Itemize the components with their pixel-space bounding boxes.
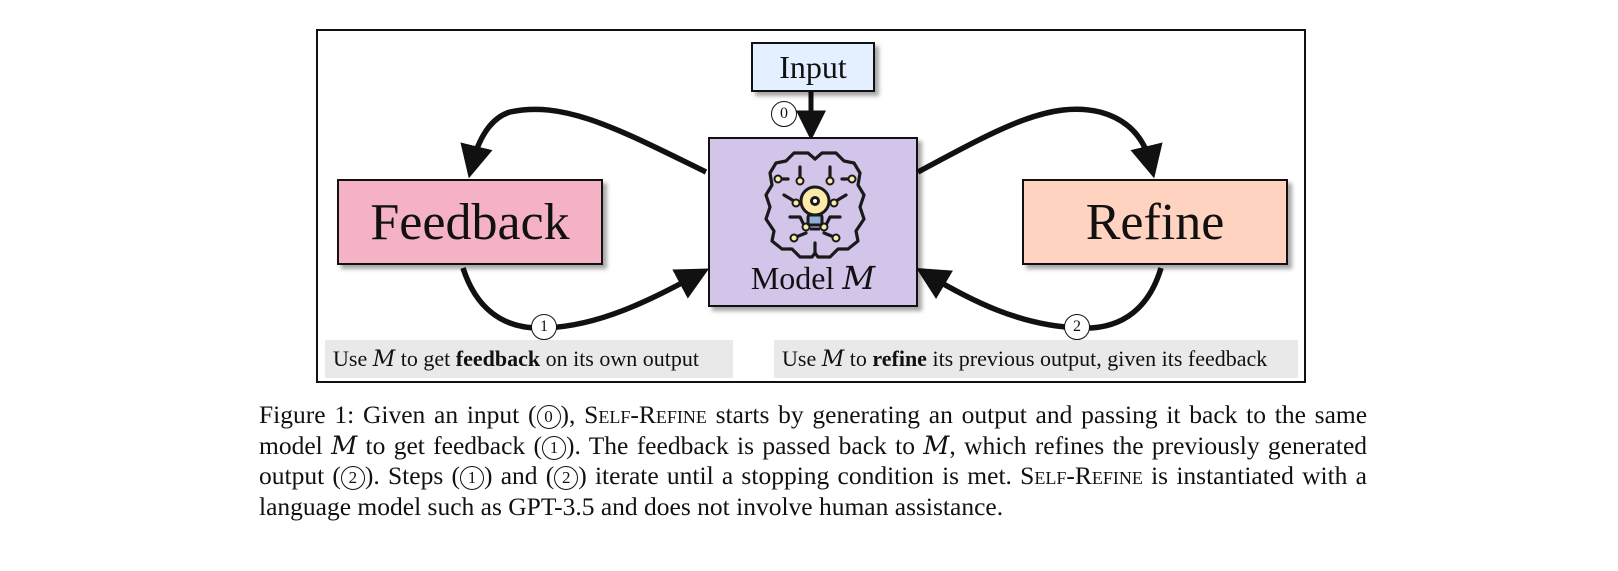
caption-text: starts by generating an output and passi… <box>259 400 1368 460</box>
feedback-note: Use M to get feedback on its own output <box>325 340 733 378</box>
refine-note-post: its previous output, given its feedback <box>932 346 1268 371</box>
caption-circle-2: 2 <box>340 466 365 490</box>
caption-symbol: M <box>923 430 950 461</box>
diagram-frame <box>316 29 1306 383</box>
arrow-model-to-refine <box>916 106 1163 179</box>
model-label-row: Model M <box>751 259 875 297</box>
caption-circle-1: 1 <box>542 435 566 460</box>
caption-label: Figure 1: <box>259 400 355 429</box>
step-badge-0: 0 <box>771 101 797 127</box>
method-name: Self-Refine <box>1020 461 1143 490</box>
caption-circle-0: 0 <box>536 405 561 429</box>
step-badge-2: 2 <box>1064 314 1090 340</box>
caption-text: ), <box>560 400 576 429</box>
refine-note-pre: Use <box>782 346 817 371</box>
refine-note: Use M to refine its previous output, giv… <box>774 340 1298 378</box>
method-name: Self-Refine <box>584 400 707 429</box>
refine-note-symbol: M <box>821 346 845 372</box>
model-box: Model M <box>708 137 918 307</box>
feedback-note-post: on its own output <box>545 346 699 371</box>
figure-caption: Figure 1: Given an input (0), Self-Refin… <box>259 400 1367 522</box>
caption-circle-2b: 2 <box>554 466 579 490</box>
refine-note-mid: to <box>849 346 867 371</box>
caption-circle-1b: 1 <box>459 466 484 490</box>
feedback-label: Feedback <box>370 193 570 251</box>
feedback-box: Feedback <box>337 179 603 265</box>
caption-text: Given an input ( <box>362 400 537 429</box>
feedback-note-symbol: M <box>372 346 396 372</box>
refine-note-bold: refine <box>872 346 927 371</box>
caption-symbol: M <box>331 430 358 461</box>
feedback-note-pre: Use <box>333 346 368 371</box>
caption-text: to get feedback ( <box>365 430 542 460</box>
model-symbol: M <box>842 259 876 297</box>
feedback-note-mid: to get <box>400 346 451 371</box>
refine-box: Refine <box>1022 179 1288 265</box>
step-badge-1: 1 <box>531 314 557 340</box>
caption-text: is instantiated with a language model su… <box>259 461 1367 521</box>
brain-lightbulb-icon <box>764 151 866 259</box>
input-box: Input <box>751 42 875 92</box>
feedback-note-bold: feedback <box>455 346 541 371</box>
model-label: Model <box>750 260 835 296</box>
caption-text: , which refines the previously generated… <box>259 430 1368 491</box>
input-label: Input <box>779 48 847 85</box>
refine-label: Refine <box>1085 193 1225 251</box>
caption-text: ). The feedback is passed back to <box>566 430 915 460</box>
caption-text: ) iterate until a stopping condition is … <box>578 461 1012 490</box>
caption-text: ) and ( <box>483 461 555 490</box>
arrow-model-to-feedback <box>460 106 708 179</box>
caption-text: ). Steps ( <box>364 461 460 490</box>
